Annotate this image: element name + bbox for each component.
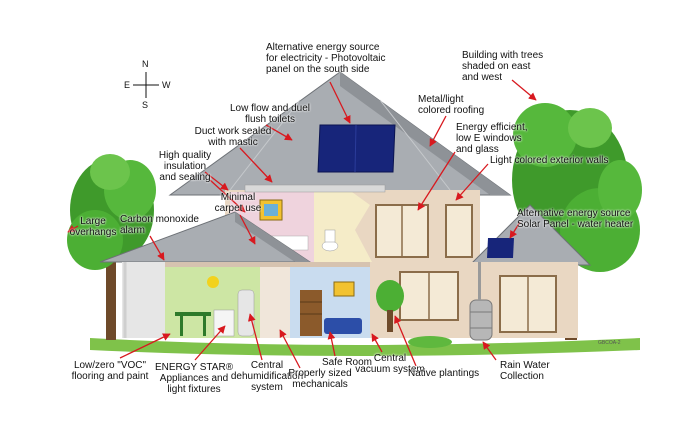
label-large-overhangs: Large overhangs: [69, 216, 117, 238]
arrow-insulation-a: [204, 171, 229, 191]
label-voc-flooring: Low/zero "VOC" flooring and paint: [71, 360, 149, 382]
compass-west: W: [162, 80, 171, 90]
arrow-windows: [417, 151, 456, 211]
compass-south: S: [142, 100, 149, 110]
compass-east: E: [124, 80, 131, 90]
left-porch: [122, 262, 165, 338]
label-mechanicals: Properly sized mechanicals: [288, 368, 352, 390]
arrow-energy-star: [194, 325, 226, 361]
arrow-pv: [329, 81, 351, 124]
label-safe-room: Safe Room: [321, 357, 373, 368]
mechanical-room: [260, 262, 290, 338]
arrow-solar-water: [509, 221, 521, 239]
rain-barrel: [469, 262, 493, 341]
arrow-insulation-b: [209, 179, 246, 213]
arrow-co-alarm: [149, 235, 165, 261]
arrow-carpet: [239, 214, 256, 245]
arrow-metal-roofing: [429, 115, 447, 147]
label-low-flow-toilets: Low flow and duel flush toilets: [229, 103, 311, 125]
label-light-walls: Light colored exterior walls: [490, 155, 609, 166]
solar-water-panel: [487, 238, 514, 258]
arrow-duct: [239, 147, 273, 183]
upper-window-right: [445, 204, 473, 258]
label-duct-work: Duct work sealed with mastic: [194, 126, 272, 148]
label-solar-water: Alternative energy source Solar Panel - …: [517, 208, 634, 230]
label-central-vacuum: Central vacuum system: [355, 353, 425, 375]
arrow-mechanicals: [279, 329, 301, 369]
arrow-vacuum: [371, 333, 383, 353]
label-dehumidification: Central dehumidification system: [230, 360, 304, 393]
arrow-safe-room: [327, 331, 336, 357]
arrow-dehumid: [247, 313, 263, 361]
image-code: GBCOA-2: [598, 340, 621, 346]
label-metal-roofing: Metal/light colored roofing: [418, 94, 485, 116]
compass-north: N: [142, 59, 149, 69]
label-native-plantings: Native plantings: [408, 368, 480, 379]
label-rain-water: Rain Water Collection: [500, 360, 550, 382]
arrow-walls: [455, 163, 489, 201]
arrow-plantings: [394, 315, 417, 367]
compass-rose: [133, 72, 159, 98]
arrow-voc: [119, 333, 171, 359]
photovoltaic-panel: [317, 124, 396, 173]
label-trees-shaded: Building with trees shaded on east and w…: [462, 50, 544, 83]
right-tree: [512, 103, 642, 340]
label-minimal-carpet: Minimal carpet use: [214, 192, 262, 214]
label-alt-energy-pv: Alternative energy source for electricit…: [266, 42, 386, 75]
left-tree: [67, 154, 156, 340]
label-low-e-windows: Energy efficient, low E windows and glas…: [456, 122, 528, 155]
arrow-toilets: [265, 124, 293, 141]
arrow-rain: [482, 341, 497, 361]
label-insulation: High quality insulation and sealing: [158, 150, 212, 183]
native-plantings: [376, 280, 452, 348]
label-co-alarm: Carbon monoxide alarm: [120, 214, 199, 236]
arrow-overhangs: [67, 225, 79, 233]
upper-bathroom: [314, 192, 352, 262]
label-energy-star: ENERGY STAR® Appliances and light fixtur…: [154, 362, 234, 395]
ground: [90, 338, 640, 356]
arrow-trees: [511, 79, 537, 101]
